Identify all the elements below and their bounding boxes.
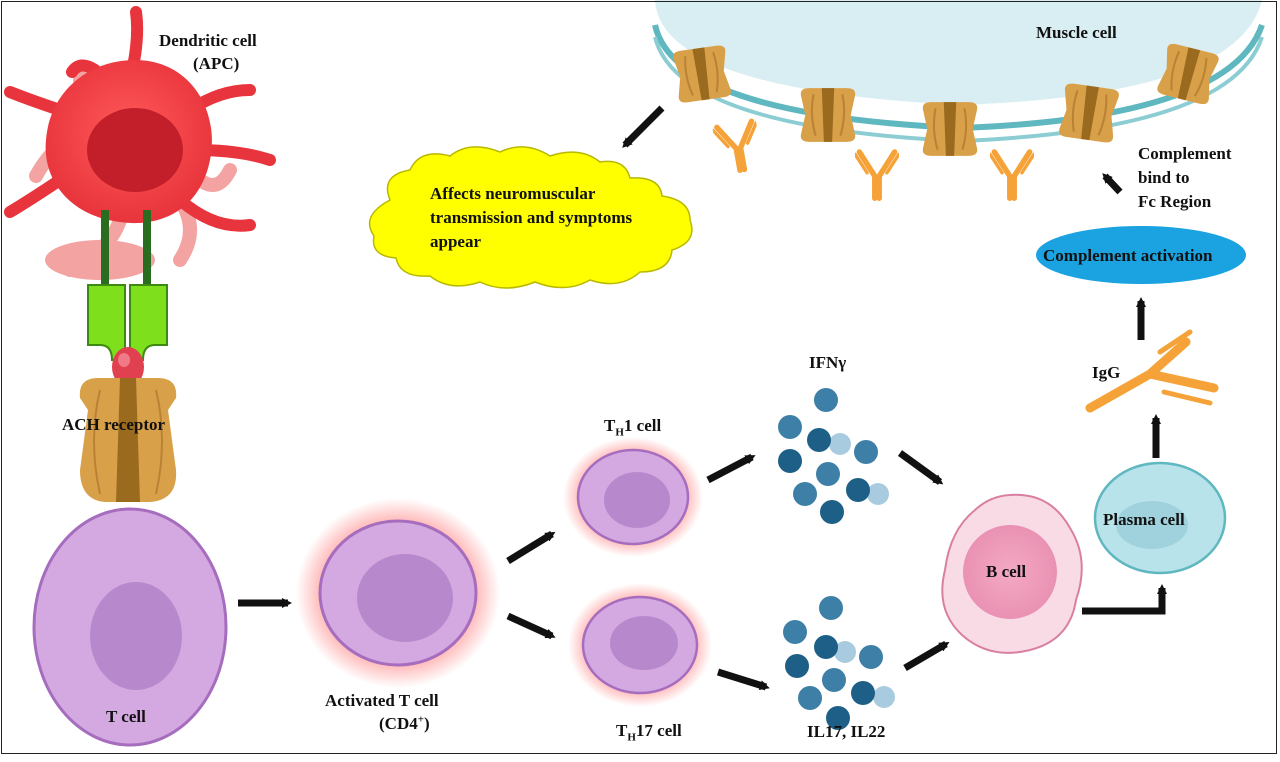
cd4-label: (CD4+) — [379, 713, 430, 733]
symptoms-line2: transmission and symptoms — [430, 208, 633, 227]
flow-arrows — [238, 105, 1167, 691]
il17-il22-label: IL17, IL22 — [807, 722, 886, 741]
ach-receptor-tan — [79, 378, 177, 502]
ach-receptor-label: ACH receptor — [62, 415, 166, 434]
activated-t-cell — [296, 498, 500, 688]
complement-bind-line2: bind to — [1138, 168, 1190, 187]
activated-t-cell-label: Activated T cell — [325, 691, 439, 710]
symptoms-line3: appear — [430, 232, 481, 251]
symptoms-line1: Affects neuromuscular — [430, 184, 596, 203]
b-cell-label: B cell — [986, 562, 1027, 581]
complement-activation-ellipse — [1036, 226, 1246, 284]
ifn-gamma-cytokines — [778, 388, 889, 524]
th17-cell-label: TH17 cell — [616, 721, 682, 744]
th17-cell — [568, 583, 712, 707]
dendritic-cell — [4, 6, 276, 280]
t-cell-label: T cell — [106, 707, 146, 726]
muscle-cell-label: Muscle cell — [1036, 23, 1117, 42]
th1-cell-label: TH1 cell — [604, 416, 662, 439]
il17-il22-cytokines — [783, 596, 895, 730]
complement-activation-label: Complement activation — [1043, 246, 1213, 265]
dendritic-cell-label: Dendritic cell — [159, 31, 257, 50]
th1-cell — [563, 437, 703, 557]
symptoms-cloud — [368, 146, 693, 289]
complement-bind-line3: Fc Region — [1138, 192, 1212, 211]
plasma-cell — [1093, 461, 1227, 575]
tcr-receptor — [87, 210, 168, 387]
complement-bind-line1: Complement — [1138, 144, 1232, 163]
igg-label: IgG — [1092, 363, 1121, 382]
plasma-cell-label: Plasma cell — [1103, 510, 1185, 529]
t-cell — [32, 507, 228, 747]
muscle-antibodies — [713, 121, 1034, 199]
b-cell — [941, 493, 1083, 654]
apc-label: (APC) — [193, 54, 240, 73]
ifn-gamma-label: IFNγ — [809, 353, 847, 372]
igg-antibody — [1085, 329, 1219, 413]
